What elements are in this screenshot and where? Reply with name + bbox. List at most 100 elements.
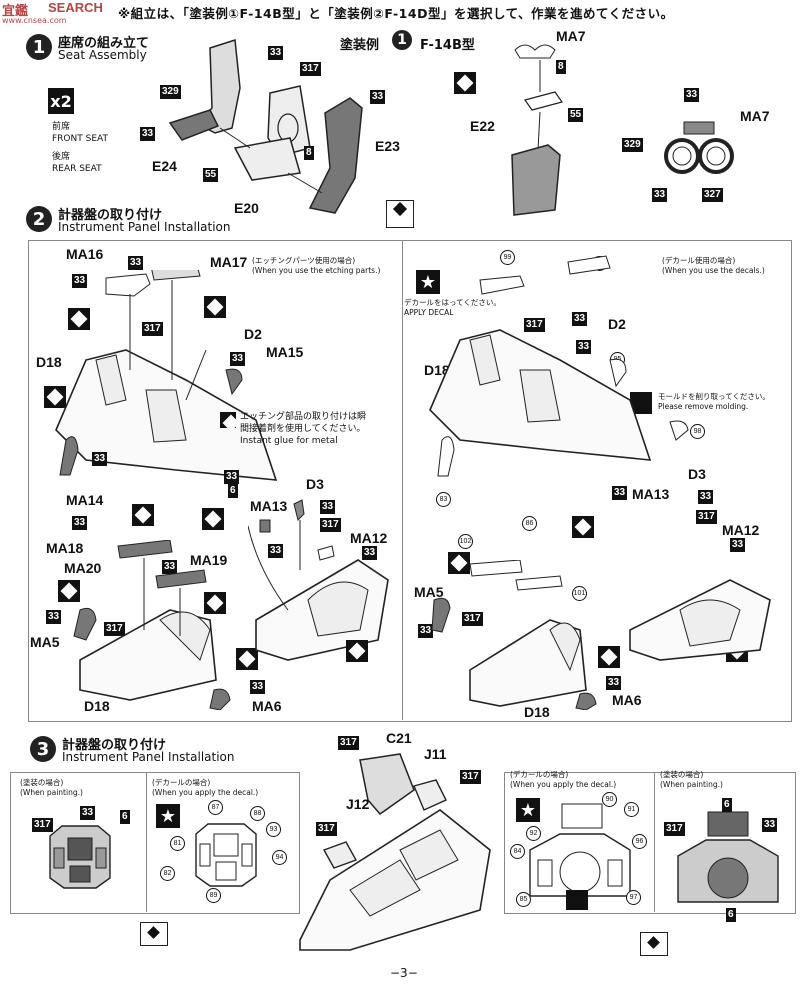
step1-number: 1 bbox=[26, 34, 52, 60]
code-33-badge: 33 bbox=[418, 624, 434, 638]
code-33-badge: 33 bbox=[128, 256, 144, 270]
apply-decal-en: APPLY DECAL bbox=[404, 308, 454, 317]
part-MA18-label: MA18 bbox=[46, 540, 84, 556]
quantity-x2-badge: x2 bbox=[48, 88, 74, 114]
part-MA14-label: MA14 bbox=[66, 492, 104, 508]
part-MA12-label: MA12 bbox=[350, 530, 388, 546]
paint-color-diamond-icon bbox=[346, 640, 368, 662]
paint-scheme-label: 塗装例 bbox=[340, 38, 380, 53]
rear-panel-decal-drawing bbox=[529, 803, 631, 897]
code-317-badge: 317 bbox=[524, 318, 545, 332]
step3-left-panel bbox=[10, 772, 300, 914]
part-MA16-label: MA16 bbox=[66, 246, 104, 262]
rear-seat-jp: 後席 bbox=[52, 152, 71, 162]
part-MA5-label: MA5 bbox=[30, 634, 60, 650]
part-MA6-label: MA6 bbox=[252, 698, 282, 714]
paint-color-diamond-icon bbox=[132, 504, 154, 526]
part-D18-label: D18 bbox=[524, 704, 550, 720]
code-6-badge: 6 bbox=[120, 810, 130, 824]
part-J11-label: J11 bbox=[424, 746, 447, 762]
part-D18-label: D18 bbox=[424, 362, 450, 378]
code-317-badge: 317 bbox=[696, 510, 717, 524]
code-317-badge: 317 bbox=[316, 822, 337, 836]
part-MA13-label: MA13 bbox=[250, 498, 288, 514]
paint-color-diamond-icon bbox=[236, 648, 258, 670]
paint-color-diamond-icon bbox=[44, 386, 66, 408]
alternate-choice-icon bbox=[140, 922, 168, 946]
part-E20-label: E20 bbox=[234, 200, 259, 216]
code-329-badge: 329 bbox=[622, 138, 643, 152]
apply-decal-jp: デカールをはってください。 bbox=[404, 298, 501, 307]
front-panel-decal-drawing bbox=[195, 823, 257, 887]
code-317-badge: 317 bbox=[462, 612, 483, 626]
remove-molding-icon bbox=[630, 392, 652, 414]
decal-83-circle: 83 bbox=[436, 492, 451, 507]
step1-title-en: Seat Assembly bbox=[58, 48, 147, 62]
mold-note-en: Please remove molding. bbox=[658, 402, 749, 411]
code-317-badge: 317 bbox=[338, 736, 359, 750]
forward-fuselage-drawing bbox=[299, 753, 491, 951]
paint-color-diamond-icon bbox=[572, 516, 594, 538]
code-329-badge: 329 bbox=[160, 85, 181, 99]
code-317-badge: 317 bbox=[320, 518, 341, 532]
paint-color-diamond-icon bbox=[68, 308, 90, 330]
decal-note-en: (When you use the decals.) bbox=[662, 266, 765, 275]
paint-color-diamond-icon bbox=[58, 580, 80, 602]
caution-diamond-icon bbox=[220, 412, 236, 428]
part-D3-label: D3 bbox=[688, 466, 706, 482]
paint-color-diamond-icon bbox=[204, 296, 226, 318]
watermark-url: www.cnsea.com bbox=[2, 16, 67, 25]
ma7-harness-drawing bbox=[664, 121, 734, 174]
code-33-badge: 33 bbox=[268, 544, 284, 558]
code-33-badge: 33 bbox=[730, 538, 746, 552]
part-MA13-label: MA13 bbox=[632, 486, 670, 502]
paint-case-jp: (塗装の場合) bbox=[20, 778, 64, 787]
part-D18-label: D18 bbox=[36, 354, 62, 370]
code-317-badge: 317 bbox=[32, 818, 53, 832]
paint-color-diamond-icon bbox=[448, 552, 470, 574]
part-MA15-label: MA15 bbox=[266, 344, 304, 360]
code-8-badge: 8 bbox=[556, 60, 566, 74]
code-33-badge: 33 bbox=[80, 806, 96, 820]
ma7-seat-drawing bbox=[511, 44, 563, 216]
watermark-main: SEARCH bbox=[48, 0, 103, 15]
decal-star-icon: ★ bbox=[516, 798, 540, 822]
code-55-badge: 55 bbox=[203, 168, 219, 182]
decal-101-circle: 101 bbox=[572, 586, 587, 601]
code-317-badge: 317 bbox=[300, 62, 321, 76]
front-seat-en: FRONT SEAT bbox=[52, 134, 108, 144]
paint-color-diamond-icon bbox=[204, 592, 226, 614]
decal-92-circle: 92 bbox=[526, 826, 541, 841]
glue-note-jp: エッチング部品の取り付けは瞬 bbox=[240, 412, 367, 422]
code-33-badge: 33 bbox=[268, 46, 284, 60]
code-33-badge: 33 bbox=[72, 274, 88, 288]
code-33-badge: 33 bbox=[224, 470, 240, 484]
seat-assembly-drawing bbox=[168, 39, 363, 214]
step3-right-divider bbox=[654, 772, 655, 912]
decal-case-en: (When you apply the decal.) bbox=[152, 788, 259, 797]
step3-right-panel bbox=[504, 772, 796, 914]
decal-88-circle: 88 bbox=[250, 806, 265, 821]
paint-case-en: (When painting.) bbox=[660, 780, 723, 789]
top-note: ※組立は、「塗装例①F-14B型」と「塗装例②F-14D型」を選択して、作業を進… bbox=[118, 6, 674, 21]
decal-91-circle: 91 bbox=[624, 802, 639, 817]
front-cockpit-etch-drawing bbox=[248, 499, 389, 661]
page-number: −3− bbox=[390, 966, 418, 980]
code-8-badge: 8 bbox=[304, 146, 314, 160]
step2-divider bbox=[402, 240, 403, 720]
step1-title-jp: 座席の組み立て bbox=[58, 36, 150, 51]
step3-left-divider bbox=[146, 772, 147, 912]
alternate-choice-icon bbox=[640, 932, 668, 956]
code-317-badge: 317 bbox=[664, 822, 685, 836]
decal-82-circle: 82 bbox=[160, 866, 175, 881]
paint-color-diamond-icon bbox=[598, 646, 620, 668]
cockpit-tub-etch-drawing bbox=[55, 270, 278, 481]
decal-87-circle: 87 bbox=[208, 800, 223, 815]
code-327-badge: 327 bbox=[702, 188, 723, 202]
code-33-badge: 33 bbox=[576, 340, 592, 354]
code-33-badge: 33 bbox=[250, 680, 266, 694]
step2-title-jp: 計器盤の取り付け bbox=[58, 208, 163, 223]
step2-number: 2 bbox=[26, 206, 52, 232]
code-33-badge: 33 bbox=[572, 312, 588, 326]
code-33-badge: 33 bbox=[92, 452, 108, 466]
